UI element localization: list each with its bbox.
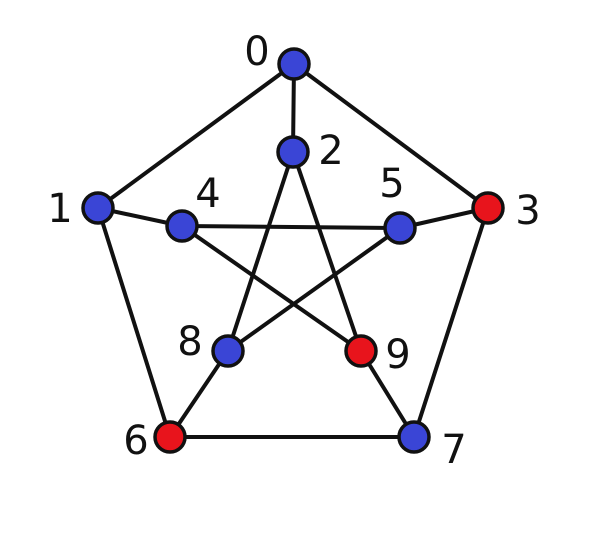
- node-label-1: 1: [47, 186, 72, 232]
- edge-4-9: [180, 224, 363, 353]
- node-9-red: [344, 334, 378, 368]
- node-label-9: 9: [385, 332, 410, 378]
- node-label-7: 7: [441, 427, 466, 473]
- edge-1-6: [96, 206, 172, 439]
- edge-7-9: [359, 349, 416, 439]
- edges-layer: [96, 62, 490, 439]
- edge-0-1: [96, 62, 296, 210]
- node-6-red: [153, 420, 187, 454]
- node-label-0: 0: [244, 29, 269, 75]
- node-4-blue: [165, 209, 199, 243]
- edge-3-7: [412, 206, 490, 439]
- node-1-blue: [81, 191, 115, 225]
- node-5-blue: [383, 211, 417, 245]
- node-label-2: 2: [318, 128, 343, 174]
- node-label-4: 4: [195, 171, 220, 217]
- node-3-red: [471, 191, 505, 225]
- node-label-3: 3: [515, 188, 540, 234]
- node-7-blue: [397, 420, 431, 454]
- edge-6-8: [168, 349, 230, 439]
- node-label-6: 6: [123, 418, 148, 464]
- edge-4-5: [180, 224, 402, 230]
- node-label-8: 8: [177, 319, 202, 365]
- nodes-layer: [81, 47, 505, 454]
- edge-0-3: [292, 62, 490, 210]
- node-8-blue: [211, 334, 245, 368]
- node-label-5: 5: [379, 161, 404, 207]
- edge-5-8: [226, 226, 402, 353]
- edge-2-8: [226, 150, 295, 353]
- node-2-blue: [276, 135, 310, 169]
- node-0-blue: [277, 47, 311, 81]
- edge-2-9: [291, 150, 363, 353]
- labels-layer: 0 1 2 3 4 5 6 7 8 9: [47, 29, 540, 473]
